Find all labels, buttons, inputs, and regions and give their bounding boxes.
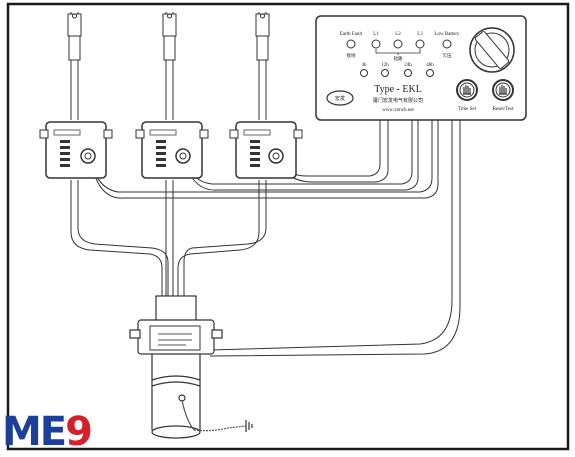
time-set-label: Time Set	[458, 107, 477, 112]
hand-press-icon	[499, 85, 507, 95]
rotary-switch[interactable]	[469, 27, 515, 73]
fault-indicator-l3	[229, 121, 303, 179]
indicator-label-earth-fault: Earth Fault	[340, 32, 363, 37]
watermark-logo-part1: ME	[2, 409, 67, 455]
led-l3	[415, 39, 425, 49]
led-time-48h	[426, 69, 434, 77]
cable-terminal-l2	[162, 13, 177, 61]
cable-terminal-l3	[255, 13, 270, 61]
cable-joint	[129, 295, 223, 439]
led-l1	[371, 39, 381, 49]
indicator-sub-earth-fault: 接地	[347, 52, 356, 59]
time-label-24h: 24h	[404, 63, 412, 68]
company-logo	[326, 90, 354, 106]
earth-wire	[193, 425, 247, 432]
company-logo-text: 宏发	[335, 95, 345, 102]
fault-indicator-l2	[135, 121, 209, 179]
cable-terminal-l1	[67, 13, 82, 61]
earth-symbol-icon	[245, 420, 253, 432]
indicator-sub-low-battery: 欠压	[443, 52, 452, 59]
reset-test-button[interactable]	[492, 79, 514, 101]
led-time-24h	[404, 69, 412, 77]
hand-press-icon	[463, 85, 471, 95]
company-website: www.xmwh.net	[382, 108, 414, 113]
type-label: Type - EKL	[374, 84, 422, 95]
led-time-4h	[360, 69, 368, 77]
watermark-logo-part2: 9	[65, 409, 93, 455]
indicator-label-l1: L1	[373, 32, 379, 37]
control-panel: Earth Fault 接地 L1 L2 短路 L3 Low Battery 欠…	[315, 15, 527, 121]
company-name: 厦门宏发电气有限公司	[373, 97, 423, 104]
indicator-sub-short-circuit: 短路	[394, 55, 403, 62]
fault-indicator-l1	[39, 121, 113, 179]
time-set-button[interactable]	[456, 79, 478, 101]
time-label-12h: 12h	[381, 63, 389, 68]
diagram-frame	[6, 2, 570, 451]
reset-test-label: Reset/Test	[493, 107, 514, 112]
time-label-48h: 48h	[426, 63, 434, 68]
watermark-logo: ME9	[2, 409, 93, 455]
indicator-label-l2: L2	[395, 32, 401, 37]
led-l2	[393, 39, 403, 49]
indicator-label-low-battery: Low Battery	[434, 32, 460, 37]
indicator-label-l3: L3	[417, 32, 423, 37]
led-time-12h	[381, 69, 389, 77]
time-label-4h: 4h	[362, 63, 368, 68]
led-low-battery	[442, 39, 452, 49]
led-earth-fault	[346, 39, 356, 49]
